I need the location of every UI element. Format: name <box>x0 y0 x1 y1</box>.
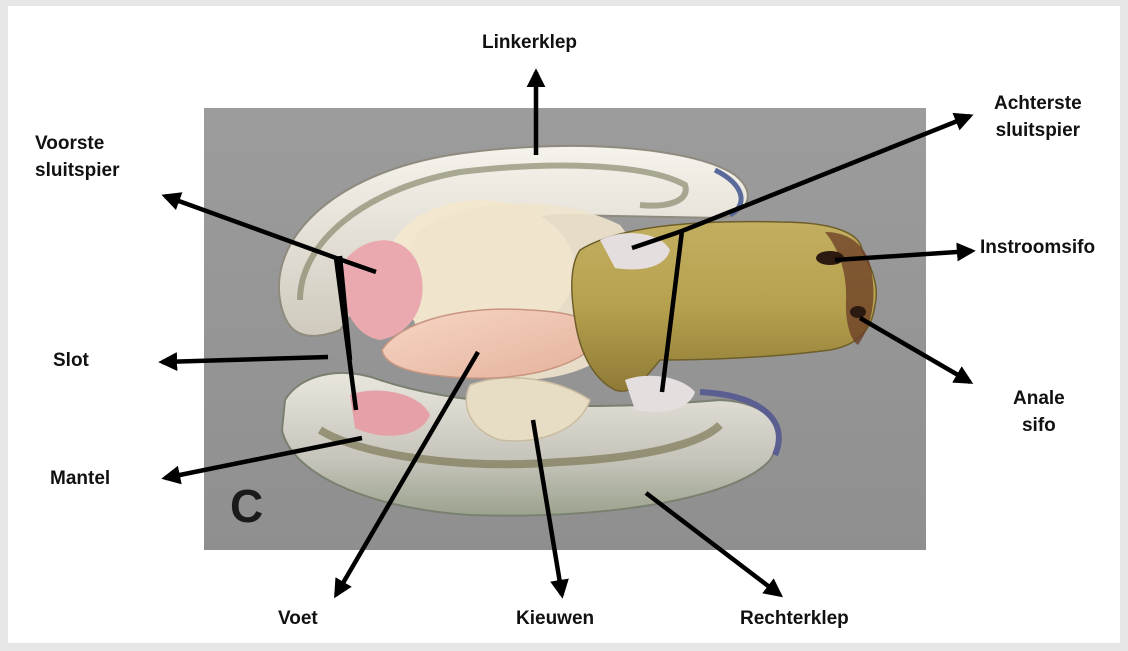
label-voorste-sluitspier-line1: Voorste <box>35 130 119 157</box>
label-achterste-sluitspier: Achterste sluitspier <box>994 90 1082 144</box>
label-kieuwen: Kieuwen <box>516 605 594 632</box>
label-mantel: Mantel <box>50 465 110 492</box>
label-rechterklep: Rechterklep <box>740 605 849 632</box>
label-achterste-sluitspier-line2: sluitspier <box>994 117 1082 144</box>
label-instroomsifo: Instroomsifo <box>980 234 1095 261</box>
label-anale-sifo: Anale sifo <box>1013 385 1065 439</box>
exhalant-opening <box>850 306 866 318</box>
label-slot: Slot <box>53 347 89 374</box>
label-voorste-sluitspier-line2: sluitspier <box>35 157 119 184</box>
label-voorste-sluitspier: Voorste sluitspier <box>35 130 119 184</box>
label-voet: Voet <box>278 605 318 632</box>
label-linkerklep: Linkerklep <box>482 29 577 56</box>
panel-letter: C <box>230 483 263 529</box>
label-achterste-sluitspier-line1: Achterste <box>994 90 1082 117</box>
label-anale-sifo-line1: Anale <box>1013 385 1065 412</box>
label-anale-sifo-line2: sifo <box>1013 412 1065 439</box>
